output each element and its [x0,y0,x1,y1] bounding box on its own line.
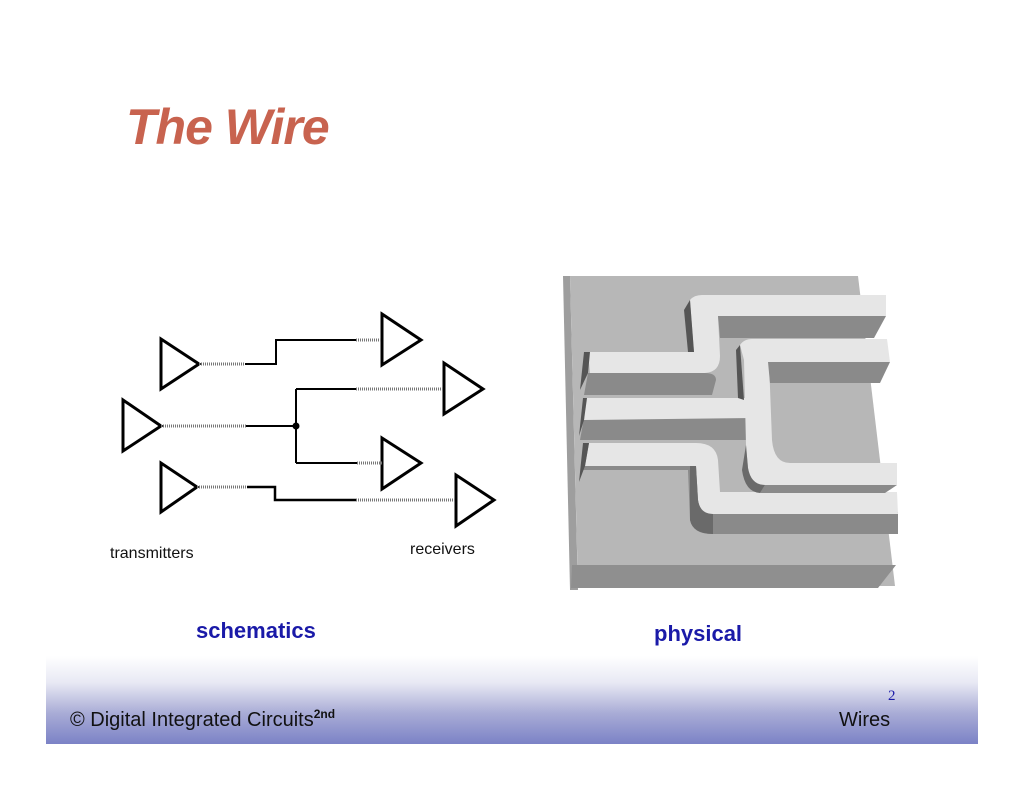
substrate-left-side [563,276,578,590]
section-name: Wires [839,709,891,731]
substrate-front [571,565,896,588]
copyright-label: © Digital Integrated Circuits [70,709,314,731]
schematic-diagram [121,311,497,529]
transmitter-buffer-2 [121,397,164,454]
slide-title: The Wire [126,99,330,155]
schematic-wire-1 [199,338,382,366]
footer-band: © Digital Integrated Circuits2nd Wires 2 [46,656,978,744]
receiver-buffer-4 [454,472,497,529]
junction-dot [292,422,300,430]
page-number: 2 [888,688,896,704]
physical-diagram [563,276,898,590]
receivers-label: receivers [410,541,475,558]
copyright-text: © Digital Integrated Circuits2nd [70,707,335,732]
transmitter-buffer-1 [159,336,202,392]
schematic-wire-2 [161,387,444,465]
physical-caption: physical [654,621,743,646]
receiver-buffer-1 [380,311,424,368]
schematics-caption: schematics [196,618,316,643]
transmitter-buffer-3 [159,460,200,515]
receiver-buffer-2 [442,360,486,417]
transmitters-label: transmitters [110,545,194,562]
physical-wire-3 [579,443,898,534]
physical-wire-1 [580,295,886,395]
receiver-buffer-3 [380,435,424,492]
edition-superscript: 2nd [313,707,336,721]
physical-wire-2 [579,339,897,493]
schematic-wire-3 [197,485,456,502]
